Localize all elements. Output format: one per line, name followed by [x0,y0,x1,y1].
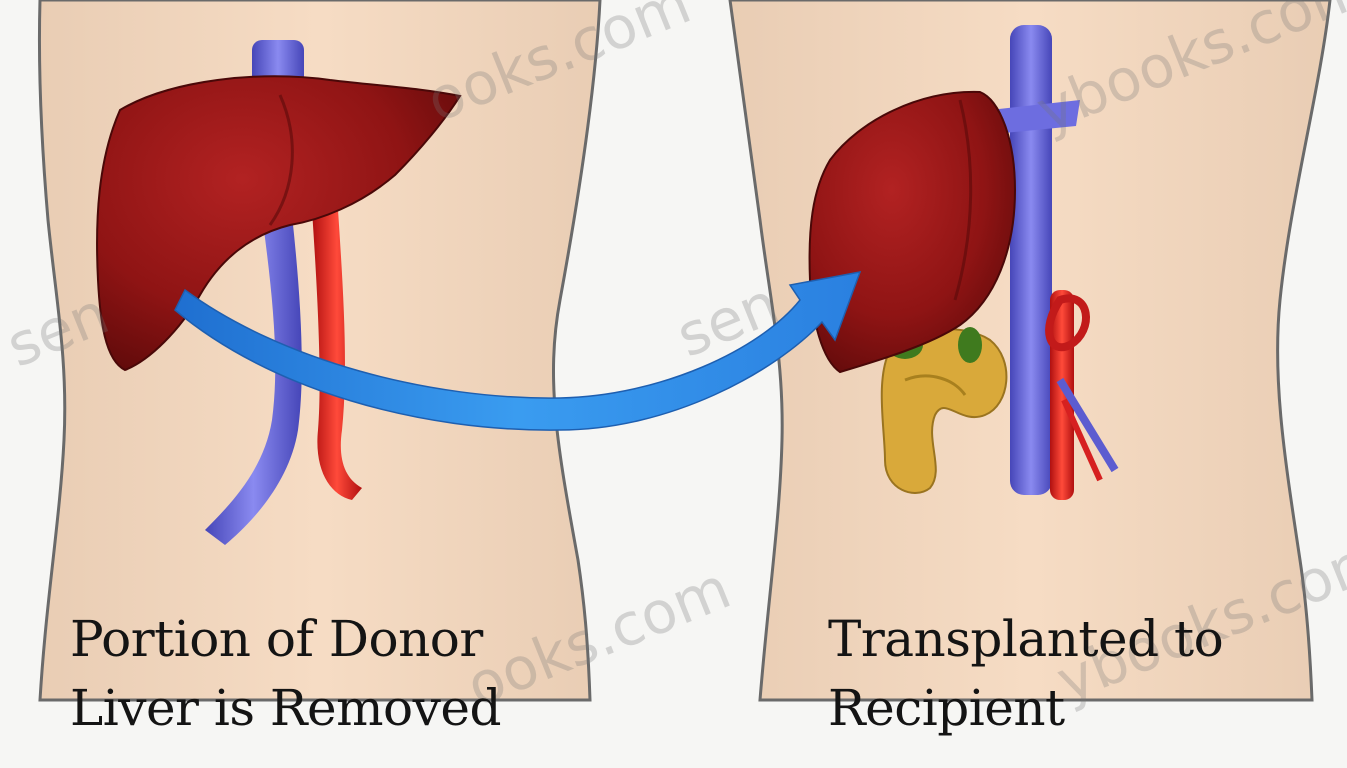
recipient-caption-line-2: Recipient [828,674,1223,743]
donor-caption-line-2: Liver is Removed [70,674,501,743]
donor-caption: Portion of Donor Liver is Removed [70,605,501,743]
recipient-caption: Transplanted to Recipient [828,605,1223,743]
donor-caption-line-1: Portion of Donor [70,605,501,674]
recipient-caption-line-1: Transplanted to [828,605,1223,674]
